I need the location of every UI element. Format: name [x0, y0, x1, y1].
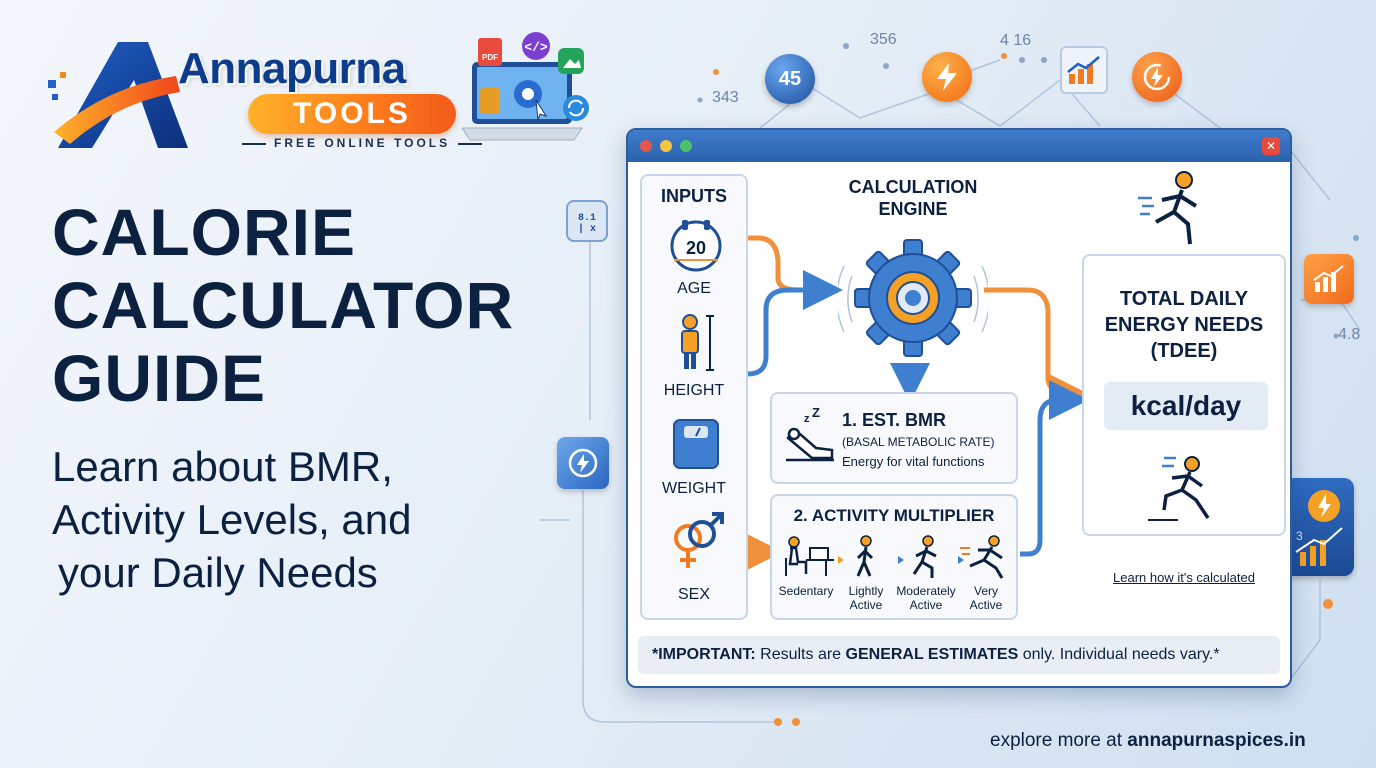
- window-dot-yellow[interactable]: [660, 140, 672, 152]
- annapurna-logo[interactable]: Annapurna TOOLS FREE ONLINE TOOLS: [48, 30, 468, 160]
- laptop-tools-icon: PDF </>: [462, 32, 589, 141]
- bar-chart-tile-icon: [1304, 254, 1354, 304]
- walking-person-icon: [838, 535, 874, 577]
- bmr-title: 1. EST. BMR: [842, 410, 947, 430]
- calculator-window: ✕ INPUTS 20 AGE: [626, 128, 1292, 688]
- window-dot-red[interactable]: [640, 140, 652, 152]
- bmr-description: Energy for vital functions: [842, 454, 985, 469]
- footer-link-text[interactable]: explore more at annapurnaspices.in: [990, 730, 1306, 751]
- svg-text:| x: | x: [578, 223, 596, 234]
- svg-text:8.1: 8.1: [578, 213, 596, 224]
- svg-text:</>: </>: [524, 40, 548, 55]
- gender-symbol-icon: [674, 512, 724, 568]
- calendar-age-icon: 20: [670, 220, 722, 272]
- headline-line: CALORIE: [52, 195, 356, 269]
- subheadline-line: Learn about BMR,: [52, 443, 393, 490]
- floating-number: 4.8: [1338, 326, 1361, 343]
- headline-line: CALCULATOR: [52, 268, 515, 342]
- running-person-icon: [958, 535, 1004, 579]
- activity-level-sedentary: Sedentary: [776, 534, 836, 598]
- tdee-title: TOTAL DAILY ENERGY NEEDS (TDEE): [1104, 288, 1264, 362]
- tdee-panel: TOTAL DAILY ENERGY NEEDS (TDEE) kcal/day: [1082, 254, 1286, 536]
- inputs-title: INPUTS: [660, 186, 727, 206]
- power-bolt-tile-icon: [557, 437, 609, 489]
- footer-site[interactable]: annapurnaspices.in: [1127, 730, 1306, 751]
- bmr-panel: z Z 1. EST. BMR (BASAL METABOLIC RATE) E…: [770, 392, 1018, 484]
- weight-scale-icon: [673, 419, 719, 469]
- lightning-bolt-icon: [922, 52, 972, 102]
- runner-bottom-icon: [1148, 456, 1210, 521]
- tile-number: 3: [1296, 529, 1303, 543]
- floating-number: 343: [712, 89, 739, 106]
- height-label: HEIGHT: [663, 382, 725, 399]
- window-titlebar: ✕: [628, 130, 1290, 162]
- desk-sitting-icon: [785, 536, 834, 576]
- engine-title: CALCULATION ENGINE: [848, 177, 978, 219]
- formula-tile-icon: 8.1 | x: [566, 200, 608, 242]
- inputs-panel: INPUTS 20 AGE HEIGHT WEIGHT: [640, 174, 748, 620]
- flow-arrows: [730, 235, 1089, 572]
- activity-panel: 2. ACTIVITY MULTIPLIER Sedentary Light: [770, 494, 1018, 620]
- logo-tagline: FREE ONLINE TOOLS: [234, 136, 490, 150]
- page-subheadline: Learn about BMR, Activity Levels, and yo…: [52, 440, 412, 599]
- person-height-icon: [681, 314, 714, 371]
- bmr-subtitle: (BASAL METABOLIC RATE): [842, 435, 995, 449]
- activity-title: 2. ACTIVITY MULTIPLIER: [793, 506, 995, 525]
- activity-level-lightly-active: Lightly Active: [836, 534, 896, 612]
- runner-top-icon: [1138, 171, 1198, 245]
- growth-chart-icon: [1060, 46, 1108, 94]
- subheadline-line: your Daily Needs: [58, 549, 378, 596]
- page-headline: CALORIE CALCULATOR GUIDE: [52, 196, 514, 415]
- floating-number: 356: [870, 31, 897, 48]
- headline-line: GUIDE: [52, 341, 267, 415]
- age-value: 20: [686, 238, 706, 258]
- floating-number: 4 16: [1000, 32, 1032, 49]
- activity-level-very-active: Very Active: [956, 534, 1016, 612]
- logo-wordmark: Annapurna: [178, 44, 406, 93]
- important-disclaimer: *IMPORTANT: Results are GENERAL ESTIMATE…: [638, 636, 1280, 674]
- tdee-unit-display: kcal/day: [1104, 382, 1268, 430]
- window-dot-green[interactable]: [680, 140, 692, 152]
- lightning-refresh-icon: [1132, 52, 1182, 102]
- number-45-bubble: 45: [765, 54, 815, 104]
- sex-label: SEX: [677, 586, 710, 603]
- jogging-person-icon: [898, 535, 937, 578]
- learn-how-calculated-link[interactable]: Learn how it's calculated: [1113, 570, 1255, 585]
- logo-a-mark-icon: [48, 42, 188, 148]
- age-label: AGE: [677, 280, 711, 297]
- pdf-badge-label: PDF: [482, 53, 498, 62]
- sleeping-person-icon: z Z: [786, 408, 834, 462]
- subheadline-line: Activity Levels, and: [52, 496, 412, 543]
- activity-level-moderately-active: Moderately Active: [896, 534, 956, 612]
- svg-text:Z: Z: [812, 408, 820, 420]
- window-close-button[interactable]: ✕: [1262, 137, 1280, 155]
- logo-tools-pill: TOOLS: [248, 94, 456, 134]
- bolt-chart-tile-icon: 3: [1284, 478, 1354, 576]
- gear-icon: [838, 239, 988, 357]
- svg-text:z: z: [804, 413, 810, 425]
- weight-label: WEIGHT: [662, 480, 726, 497]
